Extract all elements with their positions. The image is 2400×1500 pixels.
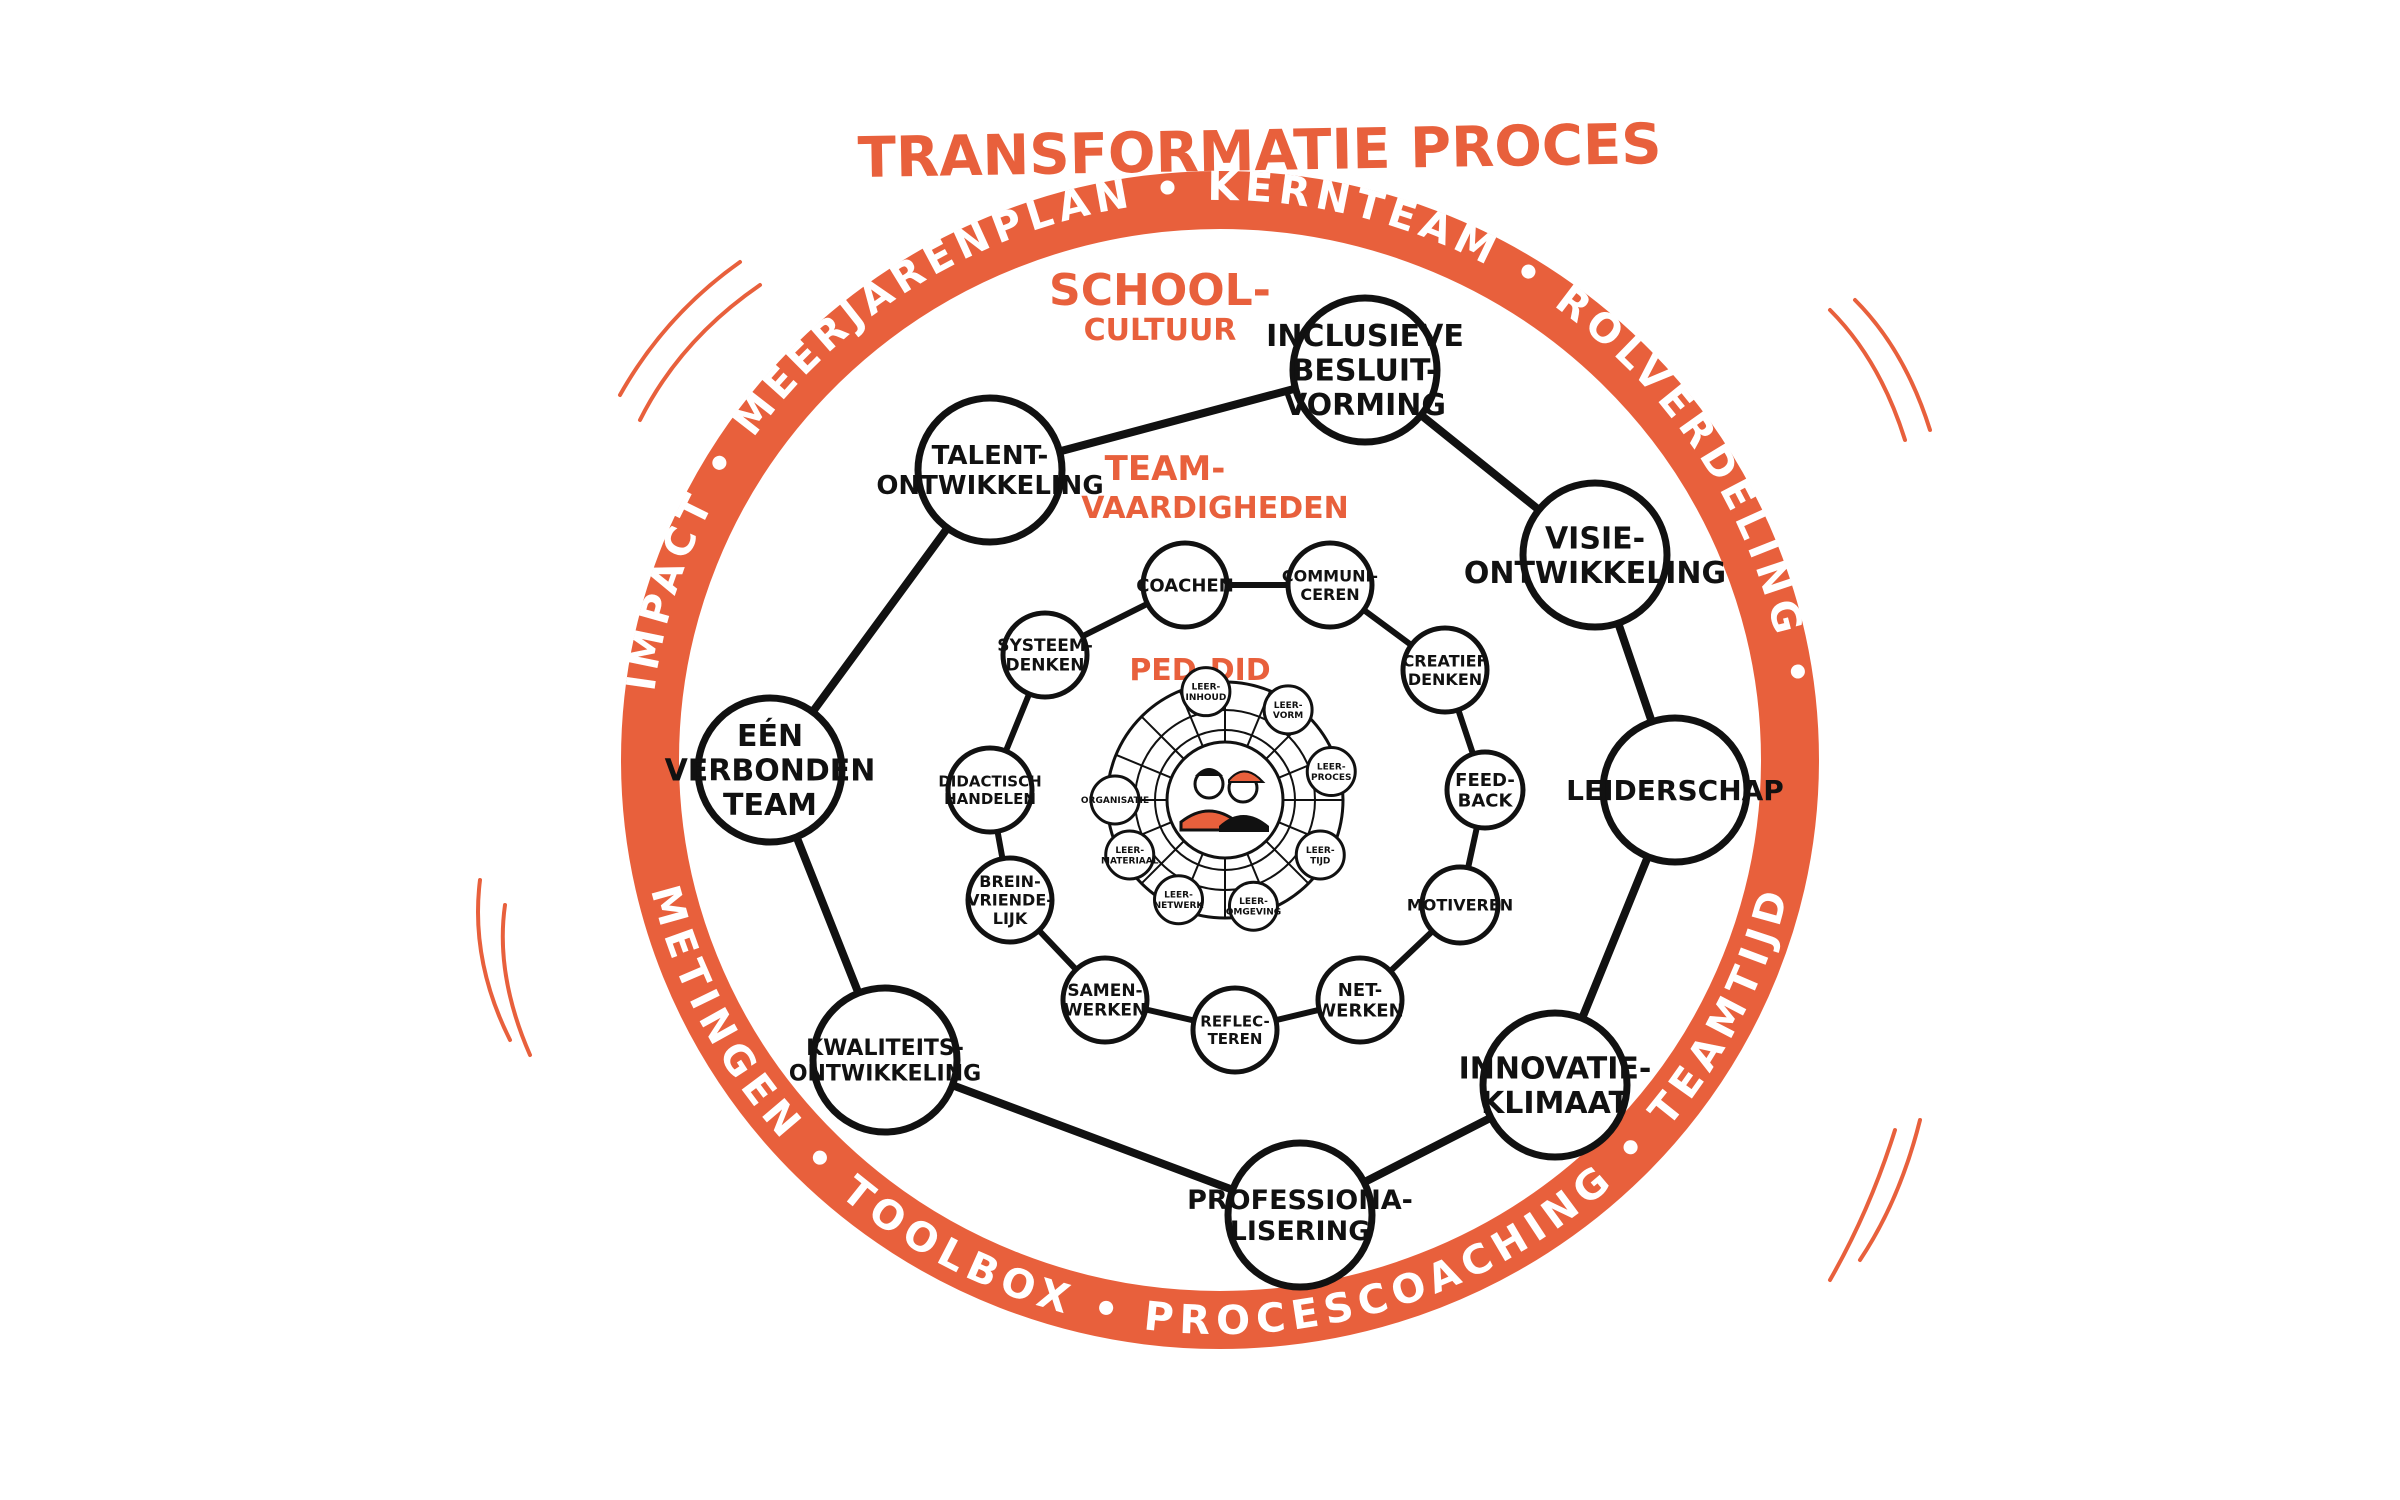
didactisch-handelen-label: HANDELEN: [944, 790, 1036, 808]
leertijd-label: TIJD: [1310, 856, 1330, 866]
reflecteren-node: REFLEC-TEREN: [1193, 988, 1277, 1072]
kwaliteitsontwikkeling-label: ONTWIKKELING: [789, 1061, 981, 1086]
leernetwerk-label: NETWERK: [1154, 901, 1205, 911]
communiceren-node: COMMUNI-CEREN: [1282, 543, 1378, 627]
motiveren-label: MOTIVEREN: [1407, 896, 1513, 915]
een-verbonden-team-label: TEAM: [723, 788, 817, 823]
inclusieve-besluitvorming-label: BESLUIT-: [1291, 354, 1438, 389]
coachen-node: COACHEN: [1136, 543, 1234, 627]
feedback-label: FEED-: [1455, 770, 1515, 791]
professionalisering-node: PROFESSIONA-LISERING: [1187, 1143, 1413, 1287]
inclusieve-besluitvorming-label: INCLUSIEVE: [1266, 319, 1464, 354]
systeemdenken-label: DENKEN: [1006, 656, 1085, 676]
professionalisering-label: LISERING: [1230, 1216, 1371, 1247]
visie-ontwikkeling-node: VISIE-ONTWIKKELING: [1464, 483, 1726, 627]
systeemdenken-node: SYSTEEM-DENKEN: [997, 613, 1093, 697]
leeromgeving-label: OMGEVING: [1226, 908, 1281, 918]
leerproces-node: LEER-PROCES: [1307, 748, 1355, 796]
kwaliteitsontwikkeling-node: KWALITEITS-ONTWIKKELING: [789, 988, 981, 1132]
leermateriaal-label: LEER-: [1115, 846, 1144, 856]
visie-ontwikkeling-label: ONTWIKKELING: [1464, 556, 1726, 591]
leervorm-node: LEER-VORM: [1264, 686, 1312, 734]
innovatieklimaat-label: KLIMAAT: [1481, 1086, 1629, 1121]
leernetwerk-node: LEER-NETWERK: [1154, 876, 1205, 924]
talentontwikkeling-label: ONTWIKKELING: [876, 471, 1103, 501]
reflecteren-label: TEREN: [1208, 1030, 1263, 1048]
leiderschap-label: LEIDERSCHAP: [1566, 774, 1784, 807]
talentontwikkeling-label: TALENT-: [932, 441, 1049, 471]
systeemdenken-label: SYSTEEM-: [997, 636, 1093, 656]
didactisch-handelen-label: DIDACTISCH: [938, 773, 1041, 791]
two-people-illustration: [1167, 742, 1283, 858]
netwerken-label: NET-: [1338, 980, 1382, 1001]
communiceren-label: COMMUNI-: [1282, 566, 1378, 585]
breinvriendelijk-label: LIJK: [993, 909, 1028, 928]
leiderschap-node: LEIDERSCHAP: [1566, 718, 1784, 862]
kwaliteitsontwikkeling-label: KWALITEITS-: [806, 1036, 964, 1061]
leertijd-label: LEER-: [1306, 846, 1335, 856]
innovatieklimaat-label: INNOVATIE-: [1459, 1051, 1652, 1086]
samenwerken-node: SAMEN-WERKEN: [1063, 958, 1147, 1042]
reflecteren-label: REFLEC-: [1200, 1013, 1269, 1031]
leernetwerk-label: LEER-: [1164, 891, 1193, 901]
een-verbonden-team-label: EÉN: [737, 718, 803, 754]
team-vaardigheden-line-2: VAARDIGHEDEN: [1081, 491, 1349, 526]
inclusieve-besluitvorming-label: VORMING: [1284, 388, 1446, 423]
leervorm-label: LEER-: [1274, 701, 1303, 711]
team-vaardigheden-label: TEAM- VAARDIGHEDEN: [1081, 449, 1349, 526]
feedback-label: BACK: [1458, 791, 1514, 812]
team-vaardigheden-line-1: TEAM-: [1105, 449, 1226, 489]
school-cultuur-line-1: SCHOOL-: [1049, 265, 1271, 316]
visie-ontwikkeling-label: VISIE-: [1545, 521, 1645, 556]
school-cultuur-line-2: CULTUUR: [1084, 313, 1237, 348]
professionalisering-label: PROFESSIONA-: [1187, 1185, 1413, 1216]
leerproces-label: PROCES: [1311, 773, 1351, 783]
breinvriendelijk-label: BREIN-: [979, 872, 1040, 891]
leerinhoud-label: LEER-: [1192, 683, 1221, 693]
leerproces-label: LEER-: [1317, 763, 1346, 773]
netwerken-label: WERKEN: [1316, 1001, 1403, 1022]
een-verbonden-team-label: VERBONDEN: [665, 754, 876, 789]
samenwerken-label: WERKEN: [1064, 1001, 1146, 1021]
leeromgeving-label: LEER-: [1239, 897, 1268, 907]
breinvriendelijk-label: VRIENDE-: [967, 891, 1053, 910]
talentontwikkeling-node: TALENT-ONTWIKKELING: [876, 398, 1103, 542]
communiceren-label: CEREN: [1300, 585, 1359, 604]
leertijd-node: LEER-TIJD: [1296, 831, 1344, 879]
feedback-node: FEED-BACK: [1447, 752, 1523, 828]
breinvriendelijk-node: BREIN-VRIENDE-LIJK: [967, 858, 1053, 942]
motiveren-node: MOTIVEREN: [1407, 867, 1513, 943]
leermateriaal-label: MATERIAAL: [1101, 856, 1159, 866]
leerinhoud-label: INHOUD: [1185, 693, 1226, 703]
leerinhoud-node: LEER-INHOUD: [1182, 668, 1230, 716]
creatief-denken-label: DENKEN: [1408, 670, 1482, 689]
organisatie-label: ORGANISATIE: [1081, 796, 1149, 806]
creatief-denken-label: CREATIEF: [1403, 651, 1488, 670]
leervorm-label: VORM: [1273, 711, 1303, 721]
school-cultuur-label: SCHOOL- CULTUUR: [1049, 265, 1271, 348]
samenwerken-label: SAMEN-: [1067, 981, 1142, 1001]
coachen-label: COACHEN: [1136, 575, 1234, 596]
netwerken-node: NET-WERKEN: [1316, 958, 1403, 1042]
